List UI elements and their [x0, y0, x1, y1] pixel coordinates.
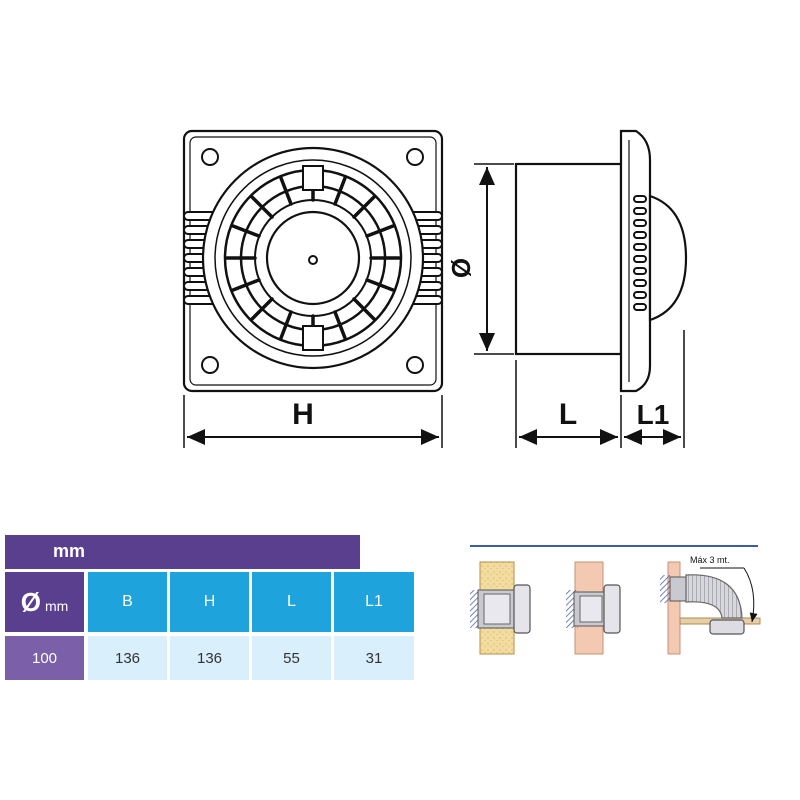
side-grille-fins — [633, 195, 647, 311]
screw-hole-tr — [406, 148, 424, 166]
installation-diagrams: Máx 3 mt. — [470, 545, 761, 655]
grille-tab-top — [302, 165, 324, 191]
fan-hub-screw — [308, 255, 318, 265]
table-diameter-value: 100 — [5, 636, 84, 680]
diameter-unit: mm — [44, 598, 69, 614]
install-wall-foam — [470, 561, 531, 655]
max-length-note: Máx 3 mt. — [690, 555, 730, 565]
table-value-L1: 31 — [334, 636, 414, 680]
grille-tab-bottom — [302, 325, 324, 351]
table-value-B: 136 — [88, 636, 167, 680]
table-value-H: 136 — [170, 636, 249, 680]
side-duct-body — [514, 162, 623, 356]
table-unit-header: mm — [5, 535, 360, 569]
label-diameter: Ø — [446, 258, 476, 278]
dimension-diameter: Ø — [446, 163, 514, 355]
table-diameter-header: Ø mm — [5, 572, 84, 632]
label-L1: L1 — [637, 399, 670, 430]
dimension-H: H — [183, 395, 443, 448]
table-header-H: H — [170, 572, 249, 632]
table-header-L1: L1 — [334, 572, 414, 632]
install-ducted: Máx 3 mt. — [660, 555, 761, 655]
screw-hole-br — [406, 356, 424, 374]
grille-spokes — [225, 170, 401, 346]
dimension-L: L — [515, 360, 622, 448]
diameter-symbol: Ø — [20, 586, 41, 617]
table-value-L: 55 — [252, 636, 331, 680]
front-view — [182, 129, 444, 393]
label-L: L — [559, 398, 577, 431]
flexible-duct — [685, 574, 743, 619]
screw-hole-tl — [201, 148, 219, 166]
side-view — [514, 129, 688, 393]
install-wall-brick — [566, 561, 621, 655]
label-H: H — [292, 398, 314, 431]
table-unit-label: mm — [53, 541, 86, 561]
table-header-L: L — [252, 572, 331, 632]
screw-hole-bl — [201, 356, 219, 374]
side-grille-dome — [648, 194, 688, 322]
table-header-B: B — [88, 572, 167, 632]
dimension-L1: L1 — [624, 330, 685, 448]
